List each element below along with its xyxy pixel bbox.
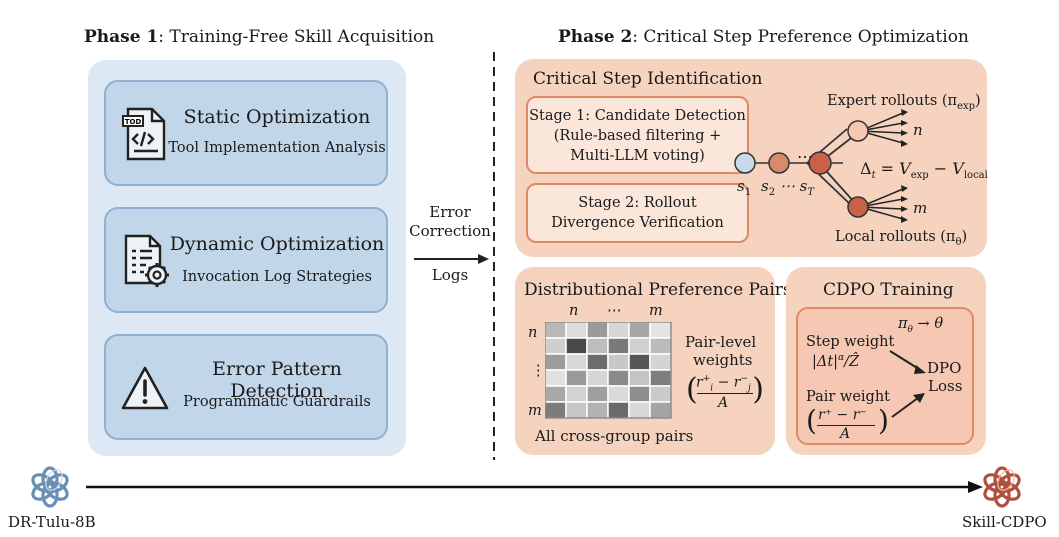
end-model-label: Skill-CDPO xyxy=(962,513,1047,531)
stage1-line1: Stage 1: Candidate Detection xyxy=(529,108,746,124)
pair-level-label: Pair-level xyxy=(685,333,757,351)
start-model-label: DR-Tulu-8B xyxy=(8,513,96,531)
preference-matrix xyxy=(545,322,672,419)
card-title: Dynamic Optimization xyxy=(169,233,385,255)
static-optimization-card: TOD Static Optimization Tool Implementat… xyxy=(104,80,388,186)
openai-logo-red-icon xyxy=(983,466,1021,508)
svg-text:TOD: TOD xyxy=(125,118,142,126)
pair-weight-fraction: ( ) r⁺ − r⁻ A xyxy=(806,404,889,442)
log-gear-icon xyxy=(124,234,169,287)
dpp-title: Distributional Preference Pairs xyxy=(524,280,792,300)
row-dots: ⋮ xyxy=(531,363,546,379)
phase2-bold: Phase 2 xyxy=(558,27,633,47)
stage2-line2: Divergence Verification xyxy=(551,215,724,231)
local-m: m xyxy=(913,199,928,217)
code-file-icon: TOD xyxy=(122,107,166,161)
critical-step-panel: Critical Step Identification Stage 1: Ca… xyxy=(515,59,988,257)
col-dots: ⋯ xyxy=(607,303,622,319)
stage1-line2: (Rule-based filtering + xyxy=(553,128,722,144)
node-expert xyxy=(847,120,869,142)
phase1-rest: : Training-Free Skill Acquisition xyxy=(158,27,435,47)
phase-divider xyxy=(493,52,495,460)
correction-label: Correction xyxy=(409,222,491,240)
delta-formula: Δt = Vexp − Vlocal xyxy=(860,159,988,182)
node-s2 xyxy=(768,152,790,174)
stage2-line1: Stage 2: Rollout xyxy=(578,195,697,211)
cdpo-title: CDPO Training xyxy=(823,280,954,300)
trajectory-graph xyxy=(734,109,908,223)
phase1-panel: TOD Static Optimization Tool Implementat… xyxy=(88,60,406,456)
phase1-title: Phase 1: Training-Free Skill Acquisition xyxy=(84,27,434,47)
error-label: Error xyxy=(429,203,471,221)
col-n: n xyxy=(569,303,579,319)
row-m: m xyxy=(528,403,542,419)
warning-icon xyxy=(121,366,169,410)
expert-n: n xyxy=(913,121,923,139)
phase2-title: Phase 2: Critical Step Preference Optimi… xyxy=(558,27,969,47)
s2-sT-label: s2 ⋯ sT xyxy=(761,177,814,198)
pair-weight-label: Pair weight xyxy=(806,389,891,405)
dynamic-optimization-card: Dynamic Optimization Invocation Log Stra… xyxy=(104,207,388,313)
dpp-panel: Distributional Preference Pairs n ⋯ m n … xyxy=(515,267,792,455)
pair-weight-formula: ( ) r+i − r−j A xyxy=(686,372,764,411)
cross-group-label: All cross-group pairs xyxy=(535,427,694,445)
card-subtitle: Invocation Log Strategies xyxy=(182,269,372,285)
loss-arrows xyxy=(889,350,926,418)
cdpo-box: πθ → θ Step weight |Δt|α/Ẑ DPO Loss Pair… xyxy=(796,307,974,445)
logs-label: Logs xyxy=(431,266,469,284)
local-rollouts-label: Local rollouts (πθ) xyxy=(835,229,968,248)
card-subtitle: Programmatic Guardrails xyxy=(183,394,371,410)
node-local xyxy=(847,196,869,218)
loss-label: Loss xyxy=(928,377,963,395)
middle-arrow xyxy=(414,254,489,264)
step-weight-formula: |Δt|α/Ẑ xyxy=(812,353,860,370)
cdpo-panel: CDPO Training πθ → θ Step weight |Δt|α/Ẑ… xyxy=(786,267,986,455)
phase2-rest: : Critical Step Preference Optimization xyxy=(632,27,969,47)
s1-label: s1 xyxy=(737,177,752,198)
timeline-arrow xyxy=(86,481,983,493)
csi-title: Critical Step Identification xyxy=(533,69,763,89)
expert-rollouts-label: Expert rollouts (πexp) xyxy=(827,93,981,112)
card-title: Static Optimization xyxy=(183,106,371,128)
step-weight-label: Step weight xyxy=(806,334,895,350)
dpo-label: DPO xyxy=(927,359,962,377)
node-sT xyxy=(808,151,832,175)
error-pattern-card: Error Pattern Detection Programmatic Gua… xyxy=(104,334,388,440)
policy-update: πθ → θ xyxy=(898,316,944,335)
stage1-line3: Multi-LLM voting) xyxy=(570,148,705,164)
row-n: n xyxy=(528,325,538,341)
weights-label: weights xyxy=(693,351,753,369)
col-m: m xyxy=(649,303,663,319)
card-subtitle: Tool Implementation Analysis xyxy=(168,140,386,156)
openai-logo-blue-icon xyxy=(31,466,69,508)
chain-dots: ⋯ xyxy=(797,147,813,166)
card-title: Error Pattern Detection xyxy=(212,358,342,402)
stage2-box: Stage 2: Rollout Divergence Verification xyxy=(526,183,749,243)
phase1-bold: Phase 1 xyxy=(84,27,159,47)
node-s1 xyxy=(734,152,756,174)
stage1-box: Stage 1: Candidate Detection (Rule-based… xyxy=(526,96,749,174)
